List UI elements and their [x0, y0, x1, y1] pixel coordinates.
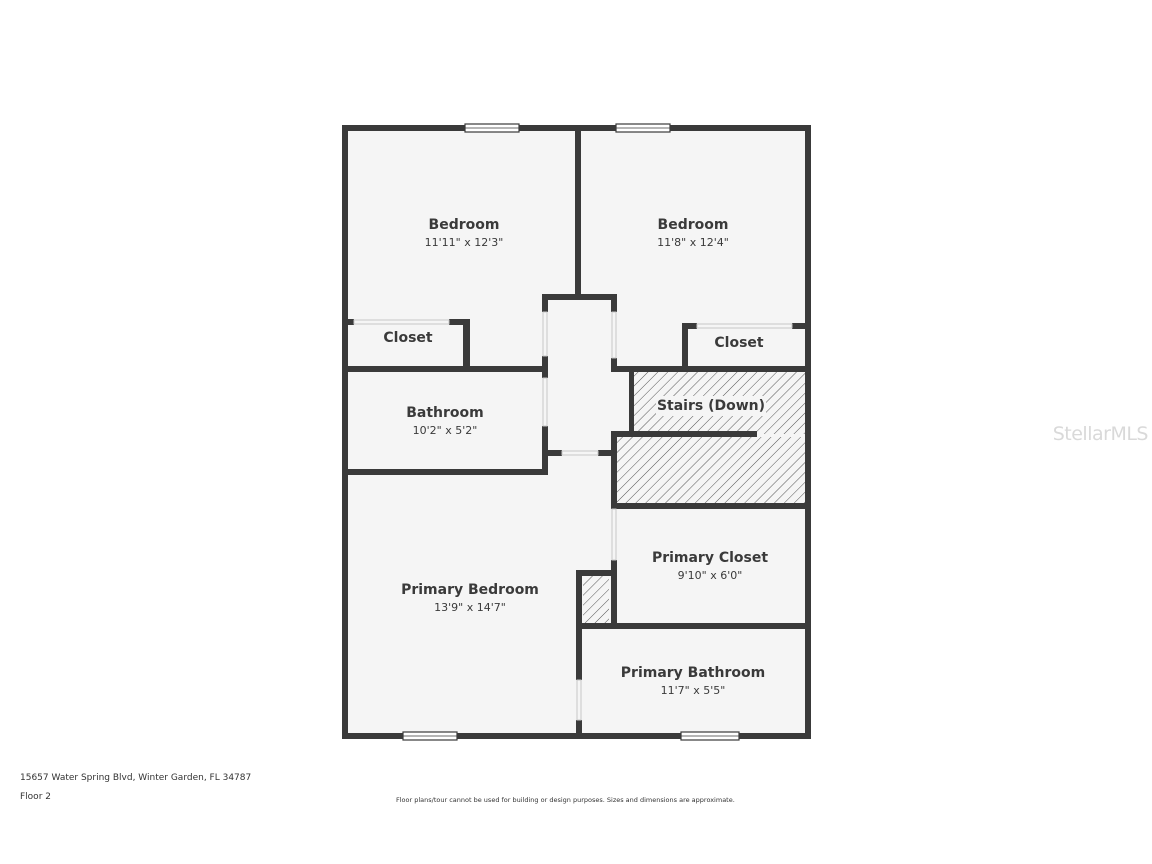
walls	[342, 125, 811, 739]
watermark: StellarMLS	[1053, 423, 1148, 445]
room-dims-bedroom-left: 11'11" x 12'3"	[425, 236, 504, 249]
room-dims-bathroom: 10'2" x 5'2"	[413, 424, 478, 437]
disclaimer-text: Floor plans/tour cannot be used for buil…	[396, 796, 735, 804]
room-name-closet-right: Closet	[714, 335, 764, 351]
property-address: 15657 Water Spring Blvd, Winter Garden, …	[20, 773, 252, 783]
floor-label: Floor 2	[20, 792, 51, 802]
room-name-closet-left: Closet	[383, 330, 433, 346]
door-openings	[353, 311, 793, 721]
room-name-primary-bathroom: Primary Bathroom	[621, 665, 765, 681]
shaft-hatch	[583, 576, 609, 623]
room-name-bedroom-left: Bedroom	[429, 217, 500, 233]
room-name-primary-closet: Primary Closet	[652, 550, 768, 566]
room-dims-bedroom-right: 11'8" x 12'4"	[657, 236, 729, 249]
room-name-stairs: Stairs (Down)	[657, 398, 765, 414]
stairs-label-bg	[656, 396, 766, 416]
room-dims-primary-bathroom: 11'7" x 5'5"	[661, 684, 726, 697]
window-sills	[403, 127, 739, 737]
stairs-lower-hatch	[616, 437, 805, 504]
room-dims-primary-bedroom: 13'9" x 14'7"	[434, 601, 506, 614]
room-dims-primary-closet: 9'10" x 6'0"	[678, 569, 743, 582]
room-name-bathroom: Bathroom	[406, 405, 484, 421]
room-name-primary-bedroom: Primary Bedroom	[401, 582, 539, 598]
room-name-bedroom-right: Bedroom	[658, 217, 729, 233]
